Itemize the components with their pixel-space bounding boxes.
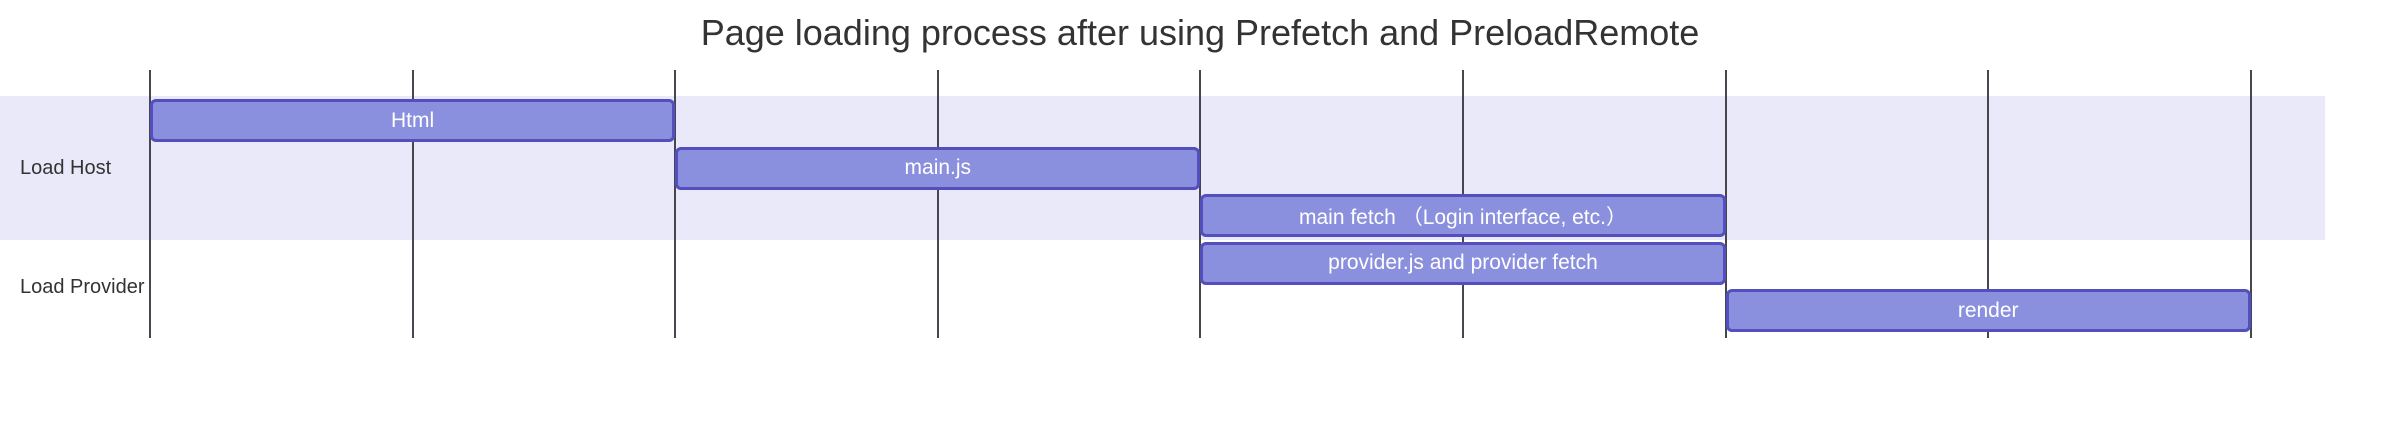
task-bar-provider-js-and-provider-fetch: provider.js and provider fetch [1200,241,1726,285]
grid-line [936,70,939,338]
grid-line [149,70,151,338]
task-label: Html [391,108,435,132]
task-bar-main-fetch-login-interface-etc: main fetch （Login interface, etc.） [1200,194,1726,237]
grid-line [1987,70,1990,338]
grid-line [2249,70,2252,338]
task-label: main.js [904,156,972,179]
task-label: provider.js and provider fetch [1328,251,1598,274]
grid-line [674,70,677,338]
task-bar-render: render [1725,289,2251,332]
task-bar-html: Html [150,99,676,142]
grid-line [1724,70,1727,338]
task-bar-main-js: main.js [675,146,1201,190]
section-label-load-host: Load Host [20,156,112,179]
task-label: render [1957,298,2019,322]
section-label-load-provider: Load Provider [20,276,145,298]
grid-line [411,70,414,338]
chart-title: Page loading process after using Prefetc… [700,12,1700,53]
task-label: main fetch （Login interface, etc.） [1298,205,1627,229]
